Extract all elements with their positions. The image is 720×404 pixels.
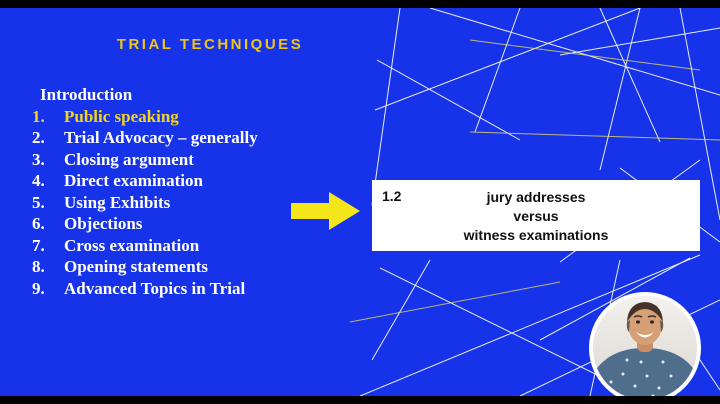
page-title: TRIAL TECHNIQUES bbox=[116, 36, 304, 53]
list-item-label: Trial Advocacy – generally bbox=[64, 128, 258, 147]
list-item: 1. Public speaking bbox=[28, 106, 258, 128]
presenter-avatar bbox=[589, 292, 701, 404]
list-item: 6. Objections bbox=[28, 213, 258, 235]
list-item: 2. Trial Advocacy – generally bbox=[28, 127, 258, 149]
list-item-number: 5. bbox=[32, 192, 45, 212]
list-item: 9. Advanced Topics in Trial bbox=[28, 278, 258, 300]
letterbox-bottom bbox=[0, 396, 720, 404]
list-item: 4. Direct examination bbox=[28, 170, 258, 192]
list-item: 8. Opening statements bbox=[28, 256, 258, 278]
callout-line: witness examinations bbox=[463, 227, 609, 243]
list-header: Introduction bbox=[40, 85, 133, 104]
callout-line: jury addresses bbox=[486, 189, 586, 205]
topic-callout: 1.2 jury addresses versus witness examinat… bbox=[372, 180, 700, 251]
list-item-number: 2. bbox=[32, 128, 45, 147]
list-item-number: 3. bbox=[32, 149, 45, 169]
callout-text: jury addresses versus witness examinations bbox=[372, 188, 700, 245]
list-item-label: Using Exhibits bbox=[64, 192, 171, 212]
list-item-number: 7. bbox=[32, 235, 45, 255]
list-item: 5. Using Exhibits bbox=[28, 192, 258, 214]
letterbox-top bbox=[0, 0, 720, 8]
list-item-label: Direct examination bbox=[64, 171, 203, 190]
list-item: 3. Closing argument bbox=[28, 149, 258, 171]
list-item: 7. Cross examination bbox=[28, 235, 258, 257]
list-item-number: 9. bbox=[32, 278, 45, 298]
list-item-number: 4. bbox=[32, 171, 45, 190]
list-item-label: Public speaking bbox=[64, 106, 179, 126]
list-item-number: 8. bbox=[32, 257, 45, 276]
list-item-number: 6. bbox=[32, 214, 45, 233]
callout-number: 1.2 bbox=[382, 188, 402, 204]
list-item-number: 1. bbox=[32, 106, 45, 126]
list-item-label: Objections bbox=[64, 214, 143, 233]
arrow-right-icon bbox=[291, 192, 360, 230]
list-item-label: Closing argument bbox=[64, 149, 194, 169]
list-item-label: Opening statements bbox=[64, 257, 209, 276]
topic-list: Introduction 1. Public speaking 2. Trial Ad… bbox=[28, 84, 258, 299]
list-item-label: Advanced Topics in Trial bbox=[64, 278, 246, 298]
presenter-photo-icon bbox=[593, 296, 697, 400]
callout-line: versus bbox=[513, 208, 559, 224]
list-item-label: Cross examination bbox=[64, 235, 200, 255]
